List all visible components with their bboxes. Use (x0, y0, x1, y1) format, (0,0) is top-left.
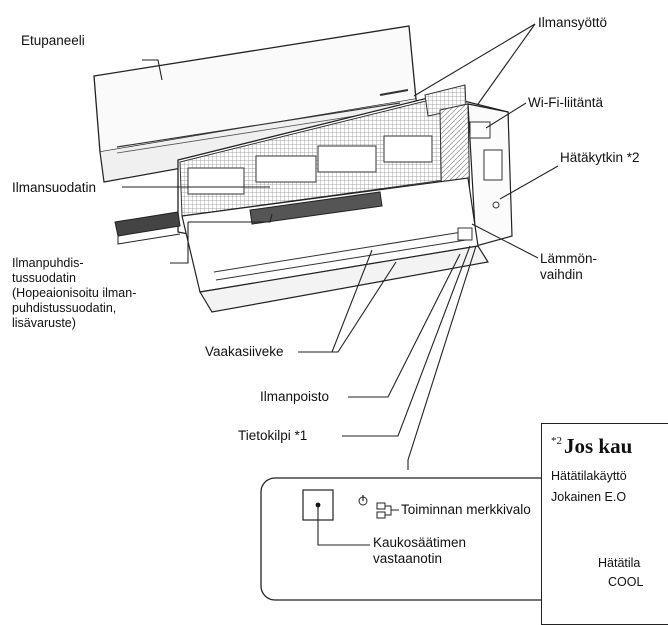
air-conditioner-diagram (93, 23, 589, 601)
note-marker: *2 (551, 435, 562, 447)
label-wifi: Wi-Fi-liitäntä (528, 95, 604, 110)
power-icon (358, 495, 368, 506)
label-front-panel: Etupaneeli (21, 33, 85, 48)
label-purifying-filter: Ilmanpuhdis- tussuodatin (Hopeaionisoitu… (12, 256, 137, 330)
emergency-note-box (541, 423, 668, 625)
label-remote-receiver: Kaukosäätimen vastaanotin (373, 535, 467, 566)
label-operation-indicator: Toiminnan merkkivalo (401, 502, 531, 517)
leader-lines (122, 23, 559, 470)
led-indicator-icon (376, 502, 399, 519)
note-line-2: Jokainen E.O (551, 490, 627, 504)
note-title-text: Jos kau (564, 434, 633, 458)
note-title: *2Jos kau (551, 434, 632, 459)
note-line-3: Hätätila (598, 556, 641, 570)
note-line-4: COOL (608, 575, 644, 589)
label-emergency-switch: Hätäkytkin *2 (560, 150, 640, 165)
label-air-inlet: Ilmansyöttö (538, 15, 608, 30)
label-nameplate: Tietokilpi *1 (238, 428, 308, 443)
note-line-1: Hätätilakäyttö (551, 469, 627, 483)
label-horizontal-louver: Vaakasiiveke (205, 344, 284, 359)
label-air-outlet: Ilmanpoisto (260, 389, 330, 404)
label-heat-exchanger: Lämmön- vaihdin (540, 251, 598, 282)
label-air-filter: Ilmansuodatin (12, 180, 97, 195)
